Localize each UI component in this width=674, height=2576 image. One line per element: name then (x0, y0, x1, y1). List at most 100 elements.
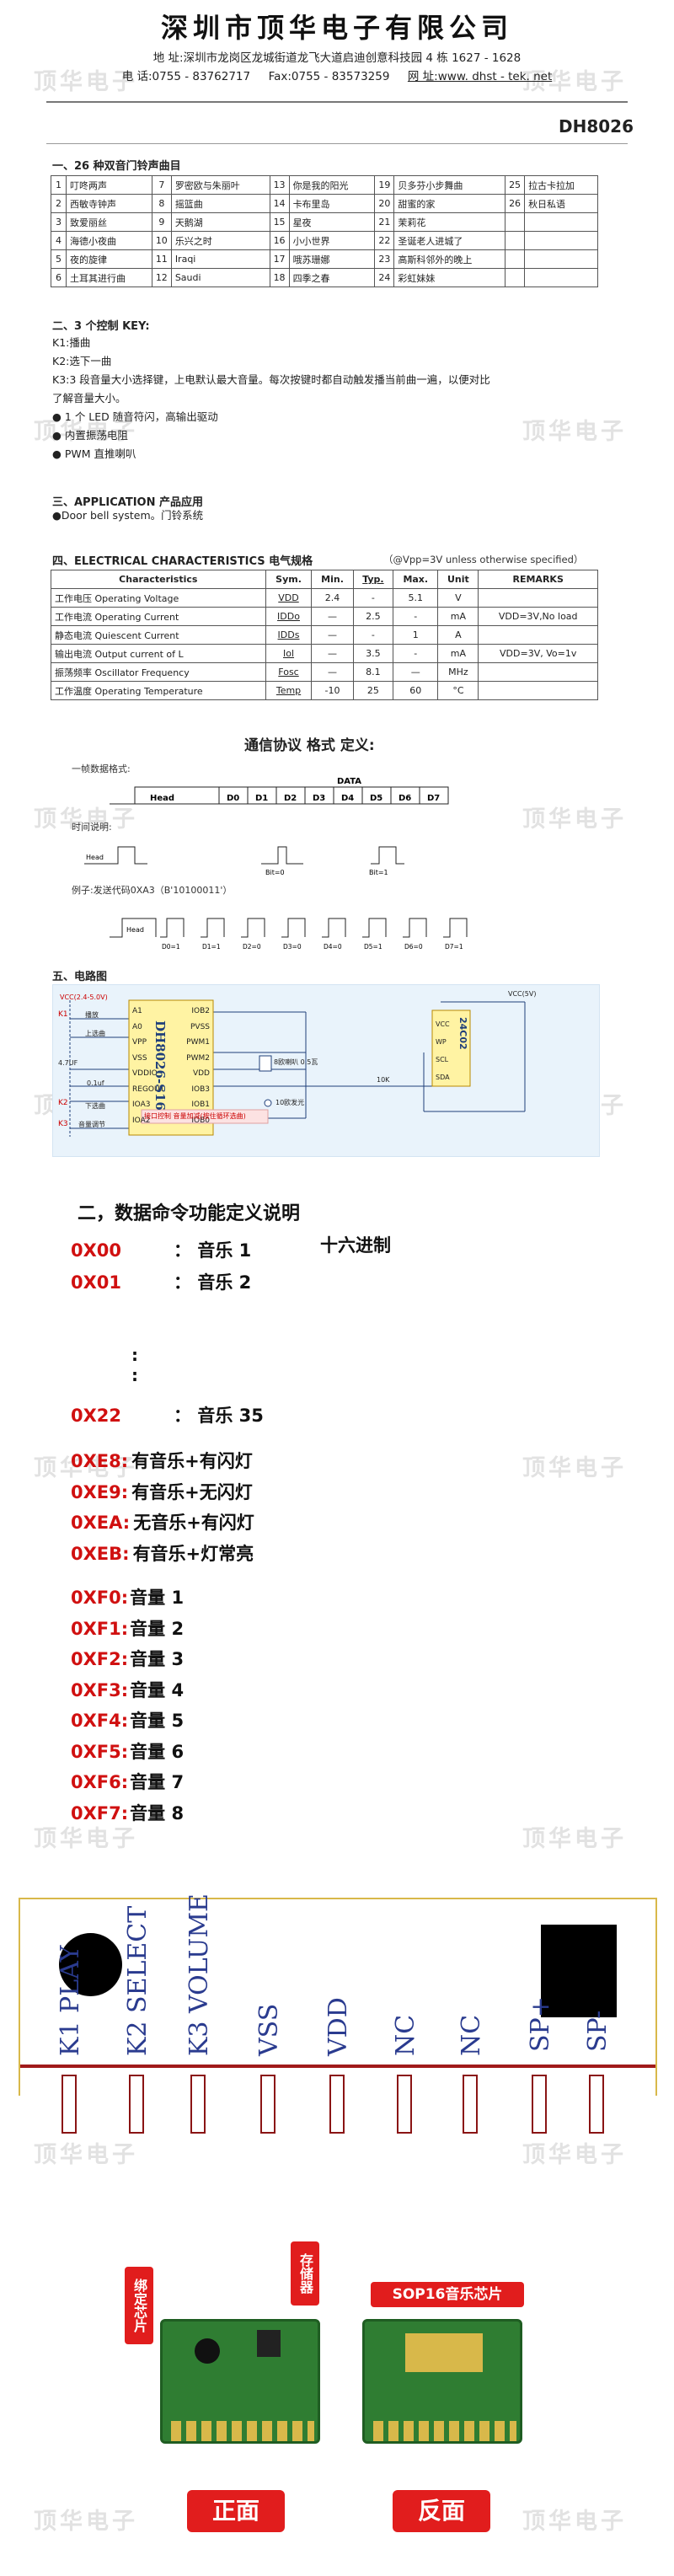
song-number: 19 (374, 175, 395, 195)
command-code: 0X01 (71, 1272, 122, 1293)
song-title: 夜的旋律 (66, 249, 152, 269)
song-number (505, 249, 526, 269)
command-row: 0XF2:音量 3 (71, 1646, 184, 1671)
command-code: 0XF0: (71, 1588, 129, 1608)
example-head-wave (110, 918, 157, 938)
watermark: 顶华电子 (522, 2142, 627, 2168)
connector-pin (129, 2075, 144, 2134)
song-title: Iraqi (170, 249, 270, 269)
elec-column-header: REMARKS (478, 570, 598, 589)
song-title: 卡布里岛 (288, 194, 376, 213)
example-label: 例子:发送代码0XA3（B'10100011'） (72, 884, 232, 896)
bullet-text: 1 个 LED 随音符闪，高输出驱动 (64, 410, 218, 423)
command-row: 0XF7:音量 8 (71, 1800, 184, 1825)
app-item: ●Door bell system。门铃系统 (52, 509, 204, 522)
bullet-osc: ● 内置振荡电阻 (52, 426, 490, 445)
protocol-heading: 通信协议 格式 定义: (244, 737, 375, 754)
key-k3-line1: K3:3 段音量大小选择键，上电默认最大音量。每次按键时都自动触发播当前曲一遍，… (52, 373, 490, 386)
data-bit-label: D0 (227, 794, 239, 803)
elec-cell: 8.1 (352, 662, 394, 682)
elec-column-header: Unit (437, 570, 479, 589)
chip-pin-label: PWM2 (186, 1053, 210, 1063)
watermark: 顶华电子 (34, 2142, 138, 2168)
song-title (524, 212, 598, 232)
example-head-label: Head (126, 926, 144, 934)
chip-pin-label: VCC (436, 1020, 450, 1028)
speaker-label: 8欧喇叭 0.5瓦 (274, 1058, 318, 1066)
address-line: 地 址:深圳市龙岗区龙城街道龙飞大道启迪创意科技园 4 栋 1627 - 162… (152, 51, 522, 65)
bit0-timing (261, 846, 303, 865)
data-bit-label: D5 (370, 794, 382, 803)
frame-label: 一帧数据格式: (72, 763, 131, 774)
speaker-icon (259, 1055, 272, 1072)
k1-label: K1 (58, 1010, 68, 1019)
sop16-pad (405, 2333, 483, 2372)
command-code: 0XF2: (71, 1649, 129, 1669)
website-link[interactable]: 网 址:www. dhst - tek. net (407, 70, 553, 83)
command-desc: 音量 1 (130, 1588, 185, 1608)
elec-cell: — (311, 625, 354, 645)
storage-chip (257, 2330, 281, 2357)
contact-line: 电 话:0755 - 83762717 Fax:0755 - 83573259 … (0, 67, 674, 86)
command-desc: 无音乐+有闪灯 (133, 1513, 254, 1533)
pin-label: K3 VOLUME (185, 1893, 214, 2056)
elec-cell: 静态电流 Quiescent Current (51, 625, 266, 645)
elec-cell: — (311, 644, 354, 663)
example-bit-wave (241, 918, 265, 938)
keys-text: K1:播曲 K2:选下一曲 K3:3 段音量大小选择键，上电默认最大音量。每次按… (52, 334, 490, 463)
command-code: 0XEA: (71, 1513, 131, 1533)
model-divider (46, 143, 628, 144)
song-title (524, 249, 598, 269)
command-desc: 音量 2 (130, 1618, 185, 1639)
led-icon (264, 1099, 272, 1107)
data-bit-label: D6 (399, 794, 411, 803)
command-desc: ： 音乐 2 (174, 1272, 252, 1293)
elec-cell: — (393, 662, 439, 682)
example-bit-wave (403, 918, 427, 938)
command-row: 0XF6:音量 7 (71, 1769, 184, 1794)
bit1-timing (371, 846, 404, 865)
bullet-icon: ● (52, 429, 65, 442)
command-code: 0XF6: (71, 1772, 129, 1792)
command-row: 0XEB:有音乐+灯常亮 (71, 1540, 254, 1566)
command-code: 0XF7: (71, 1802, 129, 1824)
command-desc: 有音乐+无闪灯 (131, 1481, 253, 1502)
command-desc: 音量 4 (130, 1679, 185, 1700)
connector-pin (589, 2075, 604, 2134)
command-code: 0XF1: (71, 1618, 129, 1639)
keys-heading: 二、3 个控制 KEY: (52, 320, 150, 333)
command-row: 0XEA:无音乐+有闪灯 (71, 1509, 254, 1534)
elec-cell: Fosc (265, 662, 313, 682)
song-number: 5 (51, 249, 67, 269)
command-row: 0XF0:音量 1 (71, 1584, 184, 1609)
connector-pin (260, 2075, 275, 2134)
watermark: 顶华电子 (522, 2509, 627, 2535)
k2-label: K2 (58, 1099, 68, 1107)
song-number: 14 (269, 194, 290, 213)
gold-fingers (171, 2421, 314, 2441)
elec-cell: 输出电流 Output current of L (51, 644, 266, 663)
chip-pin-label: PWM1 (186, 1038, 210, 1047)
bind-chip-badge: 绑定芯片 (125, 2267, 153, 2344)
data-bit-label: D1 (255, 794, 268, 803)
watermark: 顶华电子 (522, 419, 627, 445)
elec-cell (478, 588, 598, 608)
elec-cell: 工作温度 Operating Temperature (51, 681, 266, 700)
chip-pad-icon (541, 1925, 617, 2017)
circuit-heading: 五、电路图 (52, 971, 108, 983)
song-number: 12 (151, 268, 172, 287)
song-title: 贝多芬小步舞曲 (393, 175, 506, 195)
head-text: Head (150, 794, 174, 803)
cap-label: 4.7UF (58, 1059, 78, 1067)
chip-pin-label: VDDIO (132, 1069, 158, 1078)
key-k3-line2: 了解音量大小。 (52, 392, 126, 404)
pin-label: K2 SELECT (123, 1905, 152, 2056)
songs-heading: 一、26 种双音门铃声曲目 (52, 160, 181, 173)
